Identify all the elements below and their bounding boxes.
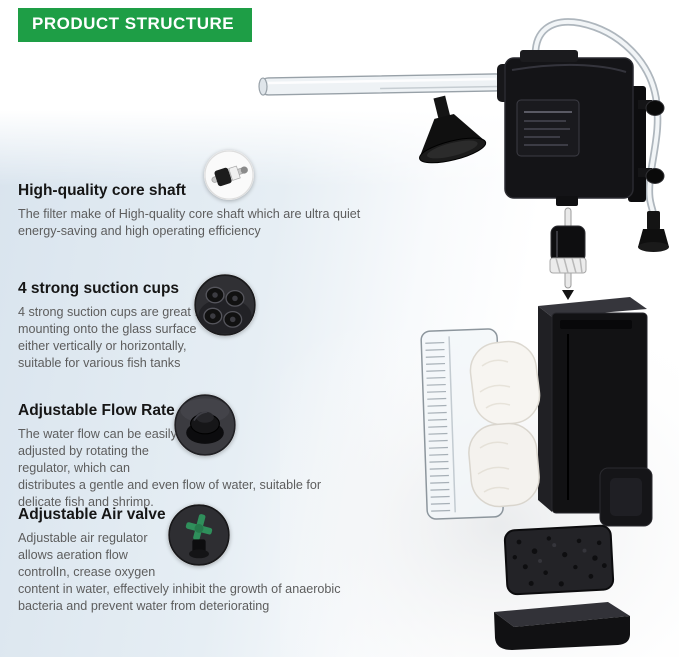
outlet-elbow-graphic bbox=[497, 64, 533, 102]
feature-description: Adjustable air regulator allows aeration… bbox=[18, 530, 366, 615]
feature-description: The filter make of High-quality core sha… bbox=[18, 207, 361, 238]
intake-tube-graphic bbox=[258, 73, 505, 96]
feature-title: Adjustable Air valve bbox=[18, 506, 166, 523]
feature-title: High-quality core shaft bbox=[18, 182, 186, 199]
page-title: PRODUCT STRUCTURE bbox=[32, 14, 235, 33]
feature-suction-cups: 4 strong suction cups 4 strong suction c… bbox=[18, 274, 366, 372]
suction-cups-icon bbox=[194, 274, 256, 336]
feature-core-shaft: High-quality core shaft The filter make … bbox=[18, 150, 366, 240]
feature-title: Adjustable Flow Rate bbox=[18, 402, 175, 419]
feature-air-valve: Adjustable Air valve Adjustable air regu… bbox=[18, 504, 366, 615]
flow-knob-icon bbox=[174, 394, 236, 456]
page-title-banner: PRODUCT STRUCTURE bbox=[18, 8, 253, 42]
feature-flow-rate: Adjustable Flow Rate The water flow can … bbox=[18, 394, 366, 511]
core-shaft-icon bbox=[204, 150, 254, 200]
feature-description: 4 strong suction cups are great for moun… bbox=[18, 304, 366, 372]
air-valve-icon bbox=[168, 504, 230, 566]
feature-title: 4 strong suction cups bbox=[18, 280, 180, 297]
feature-description: The water flow can be easily adjusted by… bbox=[18, 426, 366, 511]
